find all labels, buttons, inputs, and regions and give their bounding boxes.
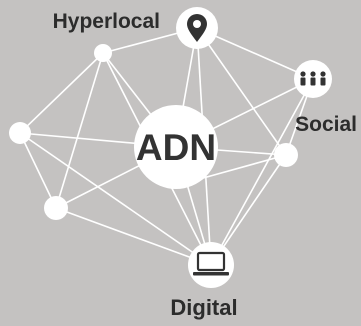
digital-node-circle [188, 242, 234, 288]
social-node [294, 60, 332, 98]
social-label: Social [295, 113, 357, 136]
link [55, 207, 212, 266]
link [196, 27, 314, 80]
node-small [44, 196, 68, 220]
location-pin-icon [187, 14, 207, 42]
node-small [94, 44, 112, 62]
link [55, 52, 104, 209]
center-node: ADN [134, 105, 218, 189]
center-node-circle [134, 105, 218, 189]
link [19, 132, 212, 266]
hyperlocal-label: Hyperlocal [53, 10, 160, 33]
digital-label: Digital [170, 295, 237, 320]
people-group-icon [300, 71, 326, 86]
link [210, 78, 314, 266]
link [195, 154, 287, 181]
node-small [9, 122, 31, 144]
digital-node [188, 242, 234, 288]
hyperlocal-node [176, 7, 218, 49]
center-node-label: ADN [136, 127, 216, 168]
link [196, 27, 287, 156]
laptop-icon [193, 251, 229, 276]
link [19, 132, 57, 209]
link [19, 52, 104, 134]
node-small [274, 143, 298, 167]
